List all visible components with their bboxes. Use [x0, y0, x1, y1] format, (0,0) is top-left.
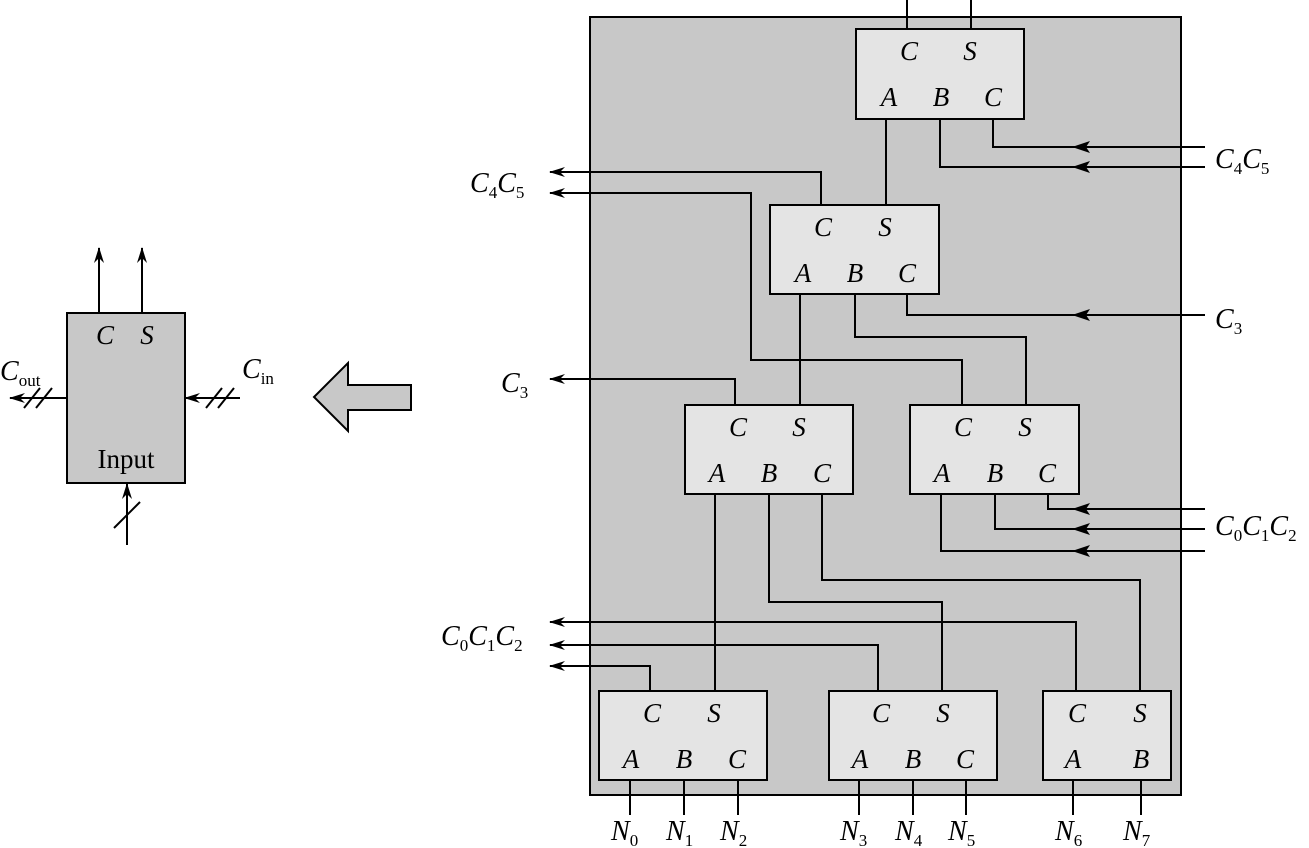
- mid-right-s-label: S: [1018, 412, 1032, 442]
- upper-a-label: A: [793, 258, 812, 288]
- input-label-n2: N2: [719, 816, 747, 848]
- arrowhead-c0-in: [1072, 545, 1090, 557]
- adder-box-bottom-mid: [828, 690, 998, 781]
- bot-right-s-label: S: [1133, 698, 1147, 728]
- wire-c3-in-to-upper-c: [906, 294, 1205, 316]
- top-b-label: B: [933, 82, 950, 112]
- mid-right-a-label: A: [932, 458, 951, 488]
- bot-left-cin-label: C: [728, 744, 747, 774]
- mid-left-c-label: C: [729, 412, 748, 442]
- block-carry-label: C: [96, 320, 115, 350]
- mid-right-c-label: C: [954, 412, 973, 442]
- bot-right-b-label: B: [1133, 744, 1150, 774]
- mid-left-cin-label: C: [813, 458, 832, 488]
- wiring: [549, 119, 1205, 815]
- wire-mid-right-carry-out: [549, 188, 963, 405]
- bot-mid-s-label: S: [936, 698, 950, 728]
- cin-label: Cin: [242, 354, 274, 388]
- cin-bus-slash-1: [205, 387, 223, 409]
- wire-c2-in-to-mid-right-c: [1047, 494, 1205, 510]
- wire-c4-in-to-top-c: [992, 119, 1205, 148]
- wire-c1-in-to-mid-right-b: [994, 494, 1205, 530]
- arrowhead-c4-in: [1072, 141, 1090, 153]
- bot-right-c-label: C: [1068, 698, 1087, 728]
- adder-mid-right: C S A B C: [909, 404, 1080, 495]
- input-label-n3: N3: [839, 816, 867, 848]
- top-s-label: S: [963, 36, 977, 66]
- bot-mid-b-label: B: [905, 744, 922, 774]
- mid-left-s-label: S: [792, 412, 806, 442]
- input-bus-slash: [113, 501, 141, 529]
- cin-bus-slash-2: [217, 387, 235, 409]
- bot-right-a-label: A: [1063, 744, 1082, 774]
- bot-left-s-label: S: [707, 698, 721, 728]
- input-labels: N0 N1 N2 N3 N4 N5 N6 N7: [610, 816, 1151, 848]
- adder-box-mid-left: [684, 404, 854, 495]
- label-c3-right: C3: [1215, 304, 1242, 338]
- cout-bus-slash-1: [23, 387, 41, 409]
- adder-upper: C S A B C: [769, 204, 940, 295]
- mid-right-b-label: B: [987, 458, 1004, 488]
- wire-bot-right-sum-to-mid-left-c: [821, 494, 1141, 691]
- expands-to-arrow: [312, 360, 412, 434]
- arrowhead-c3-in: [1072, 309, 1090, 321]
- adder-top: C S A B C: [855, 0, 1025, 120]
- top-c-label: C: [900, 36, 919, 66]
- incoming-arrowheads: [1072, 141, 1090, 557]
- upper-cin-label: C: [898, 258, 917, 288]
- input-label-n6: N6: [1054, 816, 1082, 848]
- bot-mid-cin-label: C: [956, 744, 975, 774]
- wire-c5-in-to-top-b: [939, 119, 1205, 168]
- label-c4c5-left: C4C5: [470, 168, 524, 202]
- mid-left-a-label: A: [707, 458, 726, 488]
- adder-box-mid-right: [909, 404, 1080, 495]
- input-label-n4: N4: [894, 816, 923, 848]
- adder-box-upper: [769, 204, 940, 295]
- adder-bottom-left: C S A B C: [598, 690, 768, 781]
- mid-right-cin-label: C: [1038, 458, 1057, 488]
- cout-bus-slash-2: [35, 387, 53, 409]
- arrowhead-c5-in: [1072, 161, 1090, 173]
- adder-bottom-right: C S A B: [1042, 690, 1172, 781]
- upper-s-label: S: [878, 212, 892, 242]
- mid-left-b-label: B: [761, 458, 778, 488]
- upper-b-label: B: [847, 258, 864, 288]
- adder-block-body: [66, 312, 186, 484]
- bot-mid-a-label: A: [850, 744, 869, 774]
- single-adder-block: C S Input Cout Cin: [0, 247, 274, 545]
- input-label-n1: N1: [665, 816, 693, 848]
- bot-left-c-label: C: [643, 698, 662, 728]
- input-label-n0: N0: [610, 816, 638, 848]
- label-c3-left: C3: [501, 368, 528, 402]
- label-c0c1c2-right: C0C1C2: [1215, 511, 1297, 545]
- upper-c-label: C: [814, 212, 833, 242]
- input-label-n7: N7: [1122, 816, 1151, 848]
- top-cin-label: C: [984, 82, 1003, 112]
- bot-left-a-label: A: [621, 744, 640, 774]
- label-c0c1c2-left: C0C1C2: [441, 621, 523, 655]
- wire-bot-mid-carry-out: [549, 640, 879, 691]
- arrowhead-c1-in: [1072, 523, 1090, 535]
- cout-label: Cout: [0, 356, 41, 390]
- wire-mid-left-carry-out: [549, 374, 736, 405]
- bot-mid-c-label: C: [872, 698, 891, 728]
- input-label-n5: N5: [947, 816, 975, 848]
- block-sum-label: S: [140, 320, 154, 350]
- wire-c0-in-to-mid-right-a: [940, 494, 1205, 552]
- adder-box-bottom-right: [1042, 690, 1172, 781]
- wire-upper-carry-out: [549, 167, 822, 205]
- top-a-label: A: [879, 82, 898, 112]
- label-c4c5-right: C4C5: [1215, 144, 1269, 178]
- wire-bot-left-carry-out: [549, 661, 651, 691]
- wire-bot-right-carry-out: [549, 617, 1077, 691]
- arrowhead-c2-in: [1072, 503, 1090, 515]
- adder-box-top: [855, 28, 1025, 120]
- bot-left-b-label: B: [676, 744, 693, 774]
- wire-mid-right-sum-to-upper-b: [854, 294, 1027, 405]
- wire-bot-mid-sum-to-mid-left-b: [768, 494, 943, 691]
- adder-mid-left: C S A B C: [684, 404, 854, 495]
- block-input-label: Input: [98, 444, 155, 474]
- adder-bottom-mid: C S A B C: [828, 690, 998, 781]
